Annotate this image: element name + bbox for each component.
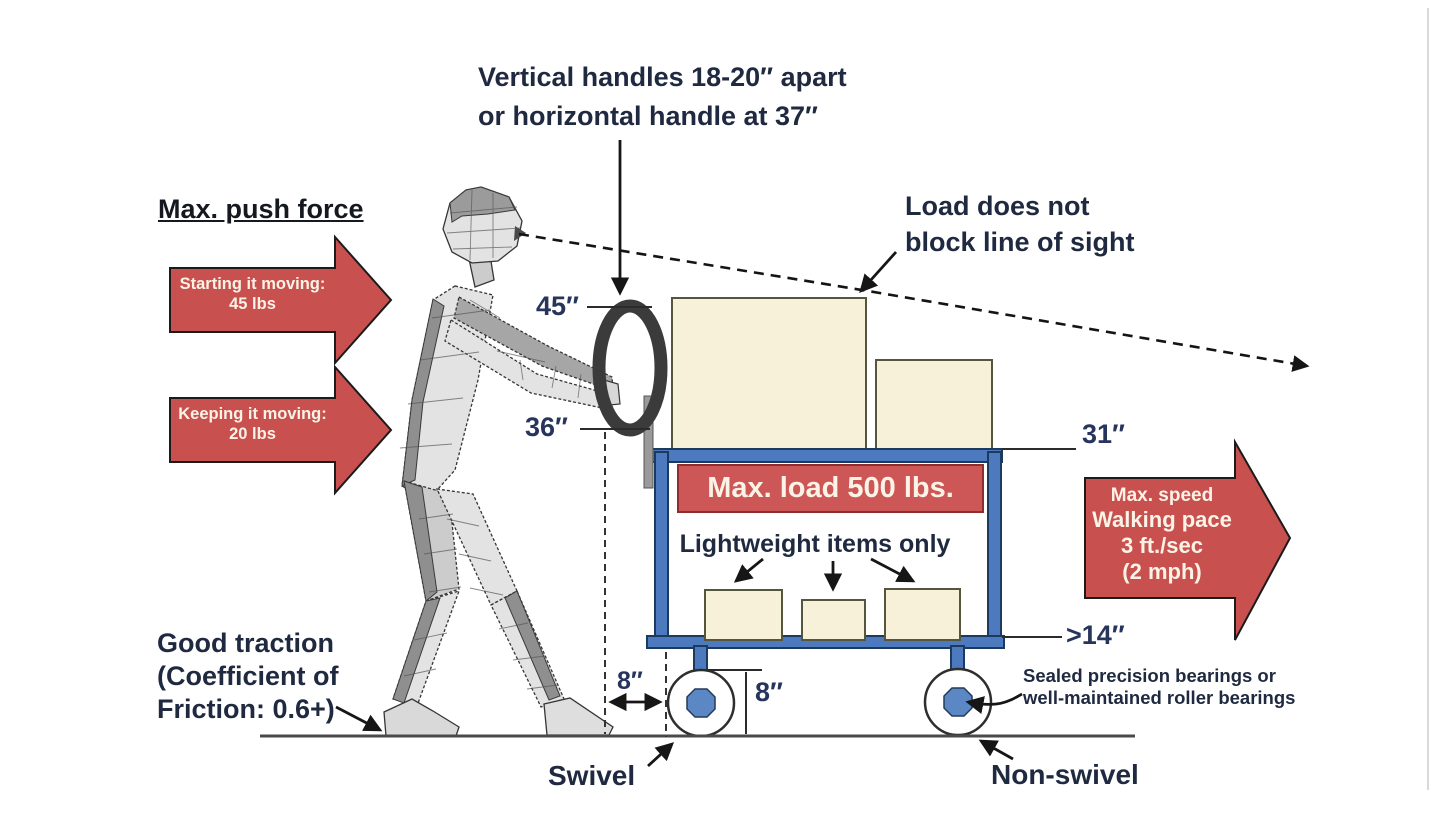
lightweight-arrow-left [733,557,764,583]
lightweight-arrow-right [870,557,916,583]
shelf-box-1 [704,589,783,641]
non-swivel-arrow [978,739,1014,761]
traction-line2: (Coefficient of [157,661,339,691]
speed-line1: Max. speed [1110,485,1214,506]
max-push-force-heading: Max. push force [158,194,364,224]
shelf-box-2 [801,599,866,641]
speed-arrow-text: Max. speed Walking pace 3 ft./sec (2 mph… [1088,484,1236,585]
speed-line4: (2 mph) [1122,559,1202,584]
rear-foot [383,698,460,737]
bearings-arrow [965,692,1023,714]
cart-load-box-small [875,359,993,452]
dim-14: >14″ [1066,620,1125,650]
mesh-lines [399,189,582,690]
sight-note-line2: block line of sight [905,227,1135,257]
push-force-arrow-keeping [169,364,393,496]
dim-36: 36″ [525,412,568,442]
speed-line2: Walking pace [1092,507,1232,532]
handle-note-line1: Vertical handles 18-20″ apart [478,62,847,92]
head-shading [449,186,516,223]
cart-top-shelf [649,448,1003,463]
traction-line1: Good traction [157,628,334,658]
speed-line3: 3 ft./sec [1121,533,1203,558]
max-load-banner [677,464,984,513]
person-figure [383,186,621,737]
cart-load-box-large [671,297,867,452]
swivel-label: Swivel [548,760,636,791]
dim-8-clearance: 8″ [617,667,643,695]
traction-line3: Friction: 0.6+) [157,694,335,724]
bearings-line1: Sealed precision bearings or [1023,665,1276,686]
dimension-lines [580,306,1076,737]
shelf-box-3 [884,588,961,641]
starting-line2: 45 lbs [229,294,276,313]
keeping-arrow-text: Keeping it moving: 20 lbs [171,405,334,444]
bearings-line2: well-maintained roller bearings [1023,687,1296,708]
non-swivel-label: Non-swivel [991,759,1139,790]
dim-45: 45″ [536,291,579,321]
swivel-wheel-hub [686,688,716,718]
cart-right-post [987,451,1002,649]
near-arm [444,318,608,410]
cart [592,297,1005,738]
push-force-arrow-starting [169,234,393,366]
lightweight-note: Lightweight items only [679,530,951,558]
traction-arrow [335,705,383,732]
speed-arrow [1084,438,1292,641]
dim-31: 31″ [1082,419,1125,449]
pointer-arrows [335,140,1023,768]
handle-note: Vertical handles 18-20″ apart or horizon… [478,58,847,136]
line-of-sight [518,232,1310,372]
dim-8-wheel: 8″ [755,677,783,707]
front-foot [543,697,614,736]
sight-note-line1: Load does not [905,191,1090,221]
bearings-note: Sealed precision bearings or well-mainta… [1023,665,1295,709]
swivel-arrow [647,742,675,768]
sight-note-arrow [859,251,898,294]
keeping-line2: 20 lbs [229,424,276,443]
sight-note: Load does not block line of sight [905,188,1135,260]
keeping-line1: Keeping it moving: [178,405,327,423]
handle-ring [592,299,668,437]
non-swivel-wheel-hub [943,687,973,717]
handle-stem [643,395,654,489]
starting-arrow-text: Starting it moving: 45 lbs [171,275,334,314]
max-load-banner-text: Max. load 500 lbs. [707,472,954,504]
handle-note-line2: or horizontal handle at 37″ [478,101,818,131]
traction-note: Good traction (Coefficient of Friction: … [157,627,339,726]
cart-leg-front [693,645,708,673]
starting-line1: Starting it moving: [179,275,326,293]
